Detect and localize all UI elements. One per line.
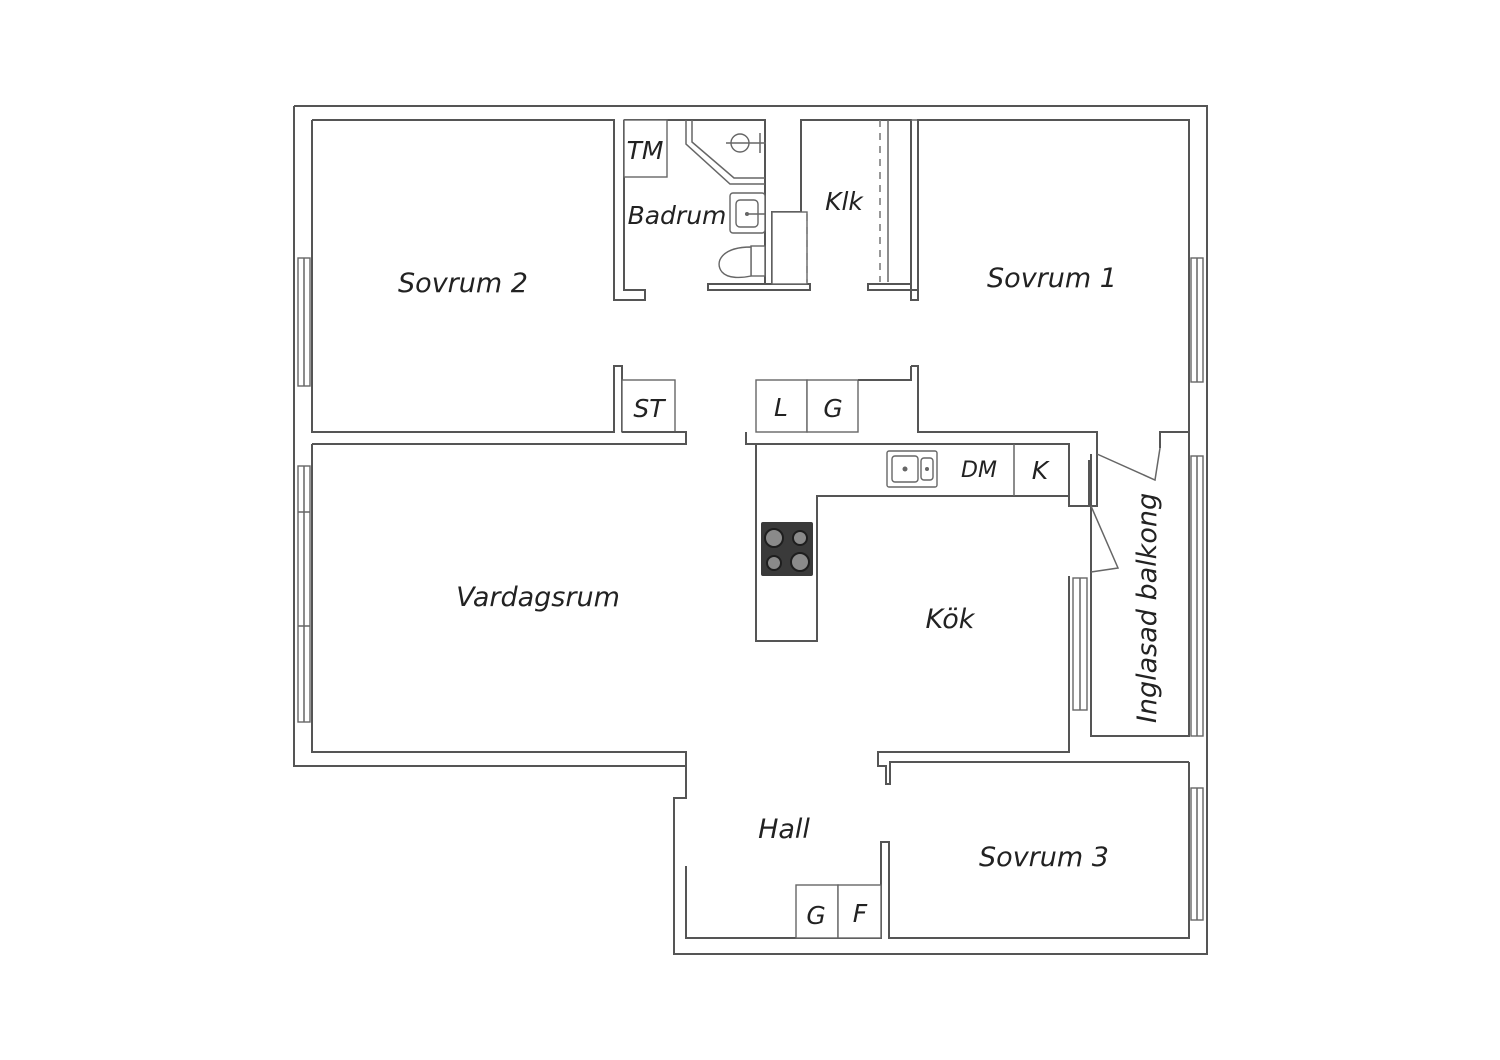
room-kok (745, 432, 1189, 785)
label-l: L (774, 393, 788, 422)
room-hall (685, 762, 1190, 939)
label-sovrum-1: Sovrum 1 (987, 263, 1117, 294)
room-balkong (1090, 447, 1190, 737)
sink-icon (729, 192, 766, 234)
tm-box (623, 119, 668, 178)
label-hall: Hall (758, 814, 810, 845)
room-sovrum-2 (311, 120, 646, 433)
label-k: K (1032, 456, 1051, 485)
label-dm: DM (961, 458, 997, 483)
label-g-closet: G (823, 394, 842, 423)
shower-outline (685, 120, 765, 185)
room-klk (771, 119, 919, 301)
shower-icon (726, 133, 766, 153)
label-inglasad-balkong: Inglasad balkong (1132, 493, 1163, 723)
label-sovrum-2: Sovrum 2 (398, 268, 528, 299)
label-tm: TM (627, 136, 664, 165)
label-badrum: Badrum (628, 201, 727, 230)
closets (312, 366, 912, 445)
label-klk: Klk (825, 187, 864, 216)
stove-icon (761, 522, 813, 576)
room-badrum (623, 119, 811, 291)
label-vardagsrum: Vardagsrum (456, 582, 620, 613)
label-f-hall: F (853, 899, 868, 928)
label-st: ST (633, 394, 666, 423)
f-hall-box (837, 884, 882, 939)
label-kok: Kök (926, 604, 976, 635)
toilet-icon (718, 245, 766, 279)
label-g-hall: G (806, 901, 825, 930)
kitchen-sink-icon (886, 450, 938, 488)
windows (297, 257, 1204, 921)
room-sovrum-1 (911, 119, 1190, 454)
g-box (806, 379, 859, 433)
label-sovrum-3: Sovrum 3 (979, 842, 1109, 873)
room-vardagsrum (311, 444, 687, 798)
